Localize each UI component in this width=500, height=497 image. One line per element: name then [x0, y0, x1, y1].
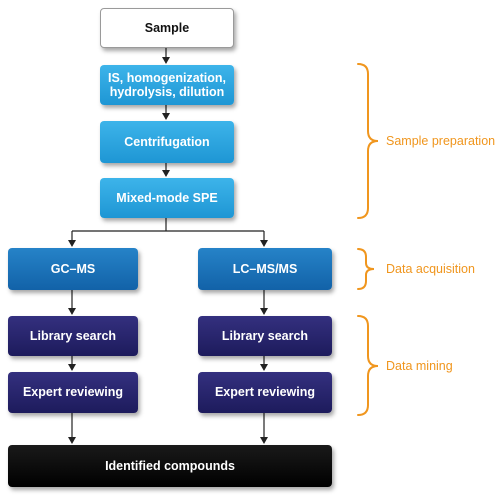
- prep-step-node: IS, homogenization, hydrolysis, dilution: [100, 65, 234, 105]
- stage-label-sample-preparation: Sample preparation: [386, 134, 496, 148]
- bracket-sample-preparation: [357, 63, 379, 219]
- centrifugation-label: Centrifugation: [124, 134, 210, 149]
- stage-label-data-mining: Data mining: [386, 359, 453, 373]
- spe-node: Mixed-mode SPE: [100, 178, 234, 218]
- gcms-node: GC–MS: [8, 248, 138, 290]
- expert-reviewing-left-label: Expert reviewing: [22, 385, 124, 400]
- stage-label-data-acquisition: Data acquisition: [386, 262, 475, 276]
- bracket-data-mining: [357, 315, 379, 416]
- spe-label: Mixed-mode SPE: [116, 190, 218, 205]
- expert-reviewing-right-node: Expert reviewing: [198, 372, 332, 413]
- prep-step-label: IS, homogenization, hydrolysis, dilution: [107, 70, 227, 99]
- expert-reviewing-left-node: Expert reviewing: [8, 372, 138, 413]
- library-search-left-node: Library search: [8, 316, 138, 356]
- library-search-right-label: Library search: [221, 328, 309, 343]
- lcmsms-label: LC–MS/MS: [232, 261, 298, 276]
- library-search-left-label: Library search: [29, 328, 117, 343]
- gcms-label: GC–MS: [50, 261, 96, 276]
- bracket-data-acquisition: [357, 248, 375, 290]
- lcmsms-node: LC–MS/MS: [198, 248, 332, 290]
- centrifugation-node: Centrifugation: [100, 121, 234, 163]
- identified-compounds-node: Identified compounds: [8, 445, 332, 487]
- sample-node-label: Sample: [144, 20, 190, 35]
- sample-node: Sample: [100, 8, 234, 48]
- library-search-right-node: Library search: [198, 316, 332, 356]
- expert-reviewing-right-label: Expert reviewing: [214, 385, 316, 400]
- identified-compounds-label: Identified compounds: [105, 458, 235, 473]
